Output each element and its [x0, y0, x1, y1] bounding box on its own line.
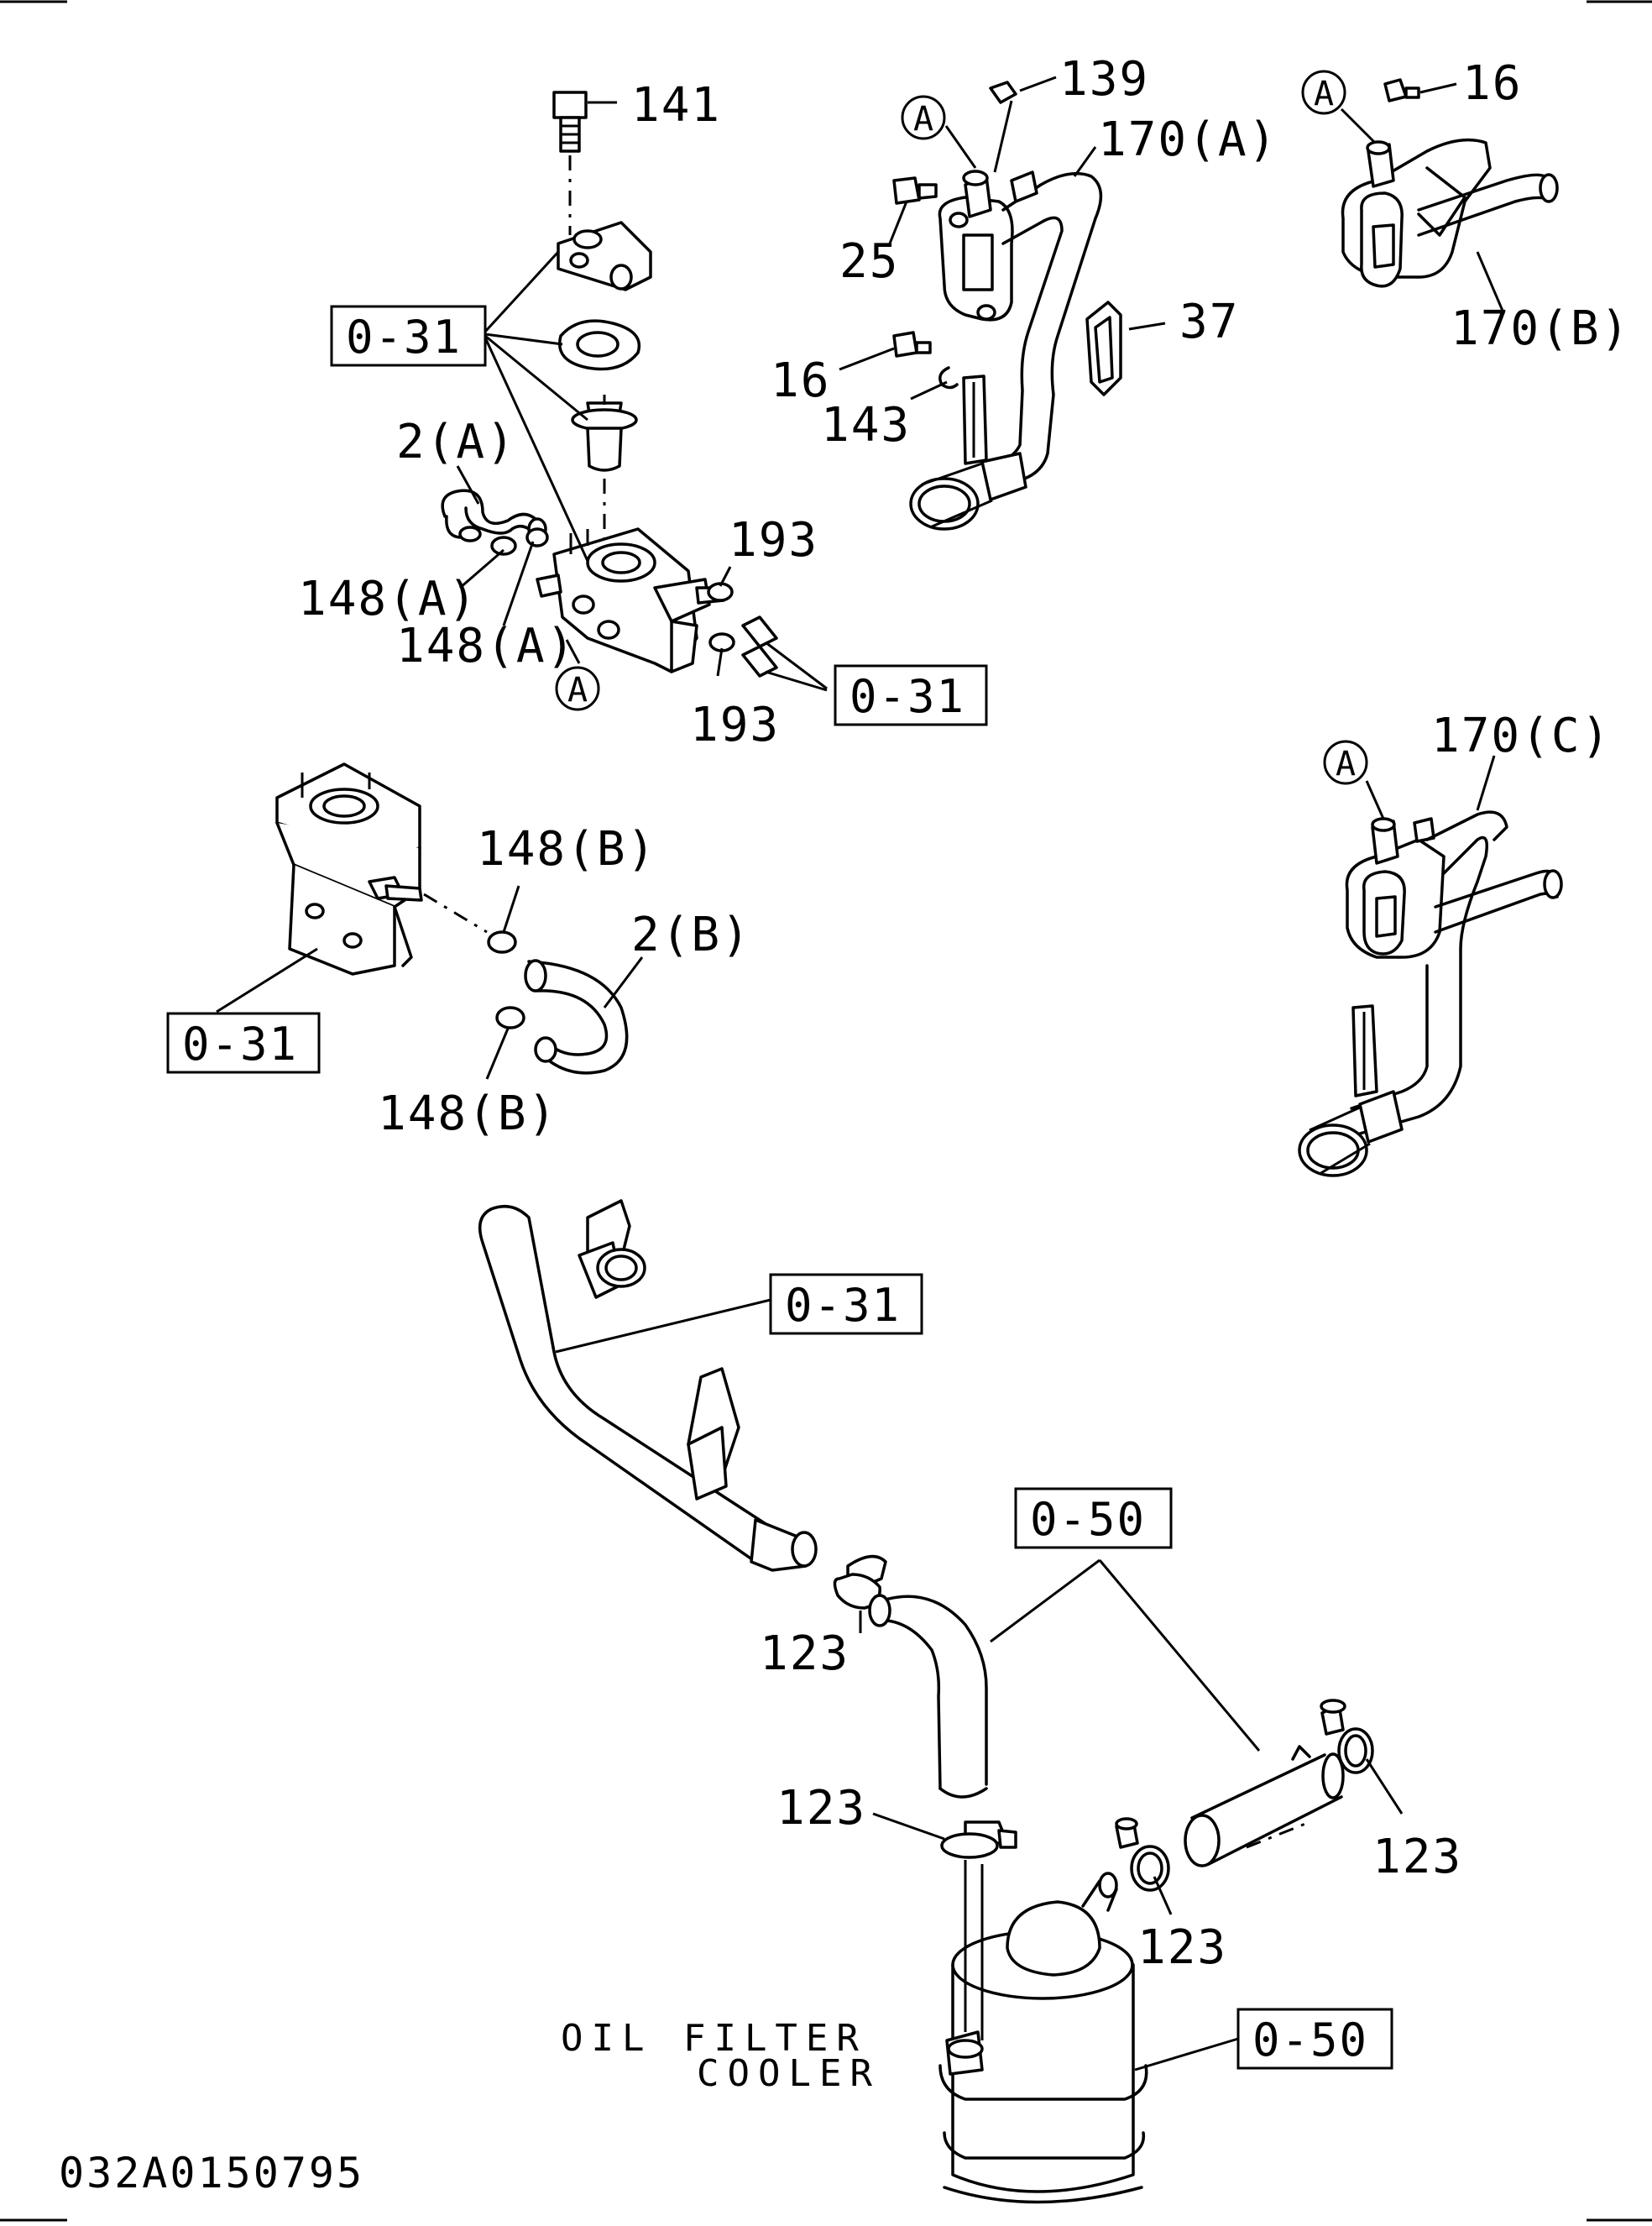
clamp-148a-1 — [490, 536, 517, 556]
svg-text:A: A — [913, 100, 933, 139]
note-line-1: OIL FILTER — [561, 2017, 867, 2060]
leader-lines-2b — [216, 885, 644, 1080]
water-pipe-170b — [1341, 78, 1559, 288]
reference-boxes: 0-31 0-31 0-31 0-31 0-50 0-50 — [166, 305, 1393, 2070]
label-148b-upper: 148(B) — [477, 822, 656, 877]
label-123-mid: 123 — [776, 1781, 866, 1836]
thermostat-assembly — [441, 91, 778, 678]
label-2a: 2(A) — [396, 415, 516, 469]
ref-box-031-top: 0-31 — [330, 305, 487, 367]
label-123-right: 123 — [1372, 1830, 1462, 1884]
marker-a-thermostat: A — [555, 666, 600, 711]
oil-cooler-hoses — [833, 1554, 1374, 1892]
marker-a-170a: A — [901, 95, 946, 140]
label-25: 25 — [839, 234, 899, 289]
ref-box-031-left: 0-31 — [166, 1012, 321, 1074]
housing-2b-assembly — [275, 762, 629, 1075]
svg-text:A: A — [1336, 745, 1356, 783]
svg-text:0-50: 0-50 — [1030, 1493, 1146, 1546]
part-labels: 141 139 16 170(A) 25 37 170(B) 16 143 2(… — [298, 52, 1630, 1975]
label-16-top: 16 — [1462, 56, 1522, 111]
ref-box-050-lower: 0-50 — [1236, 2008, 1393, 2070]
svg-text:0-31: 0-31 — [346, 311, 462, 364]
label-170c: 170(C) — [1431, 709, 1611, 763]
label-16-mid: 16 — [771, 354, 830, 408]
drawing-code: 032A0150795 — [59, 2149, 364, 2197]
thermostat-gasket — [558, 319, 641, 371]
label-193-upper: 193 — [729, 513, 818, 568]
label-170a: 170(A) — [1098, 113, 1278, 167]
label-148a-upper: 148(A) — [298, 572, 478, 626]
ref-box-031-right: 0-31 — [834, 664, 988, 726]
svg-text:0-31: 0-31 — [182, 1018, 298, 1071]
svg-text:A: A — [1314, 75, 1334, 113]
leader-lines-170b — [1340, 82, 1504, 312]
water-pipe-170c — [1298, 810, 1563, 1177]
svg-text:0-31: 0-31 — [850, 670, 965, 723]
label-37: 37 — [1179, 295, 1239, 349]
label-148a-lower: 148(A) — [396, 619, 576, 673]
thermostat-cover — [557, 221, 652, 291]
svg-text:A: A — [567, 671, 588, 710]
label-141: 141 — [631, 78, 721, 133]
hose-stub-2 — [741, 645, 778, 678]
thermostat — [571, 395, 638, 472]
oil-filter-cooler — [938, 1860, 1148, 2204]
label-123-left: 123 — [760, 1626, 850, 1681]
marker-a-170b: A — [1301, 70, 1346, 115]
leader-lines-170a — [839, 76, 1166, 401]
leader-lines-170c — [1365, 755, 1496, 820]
marker-a-170c: A — [1323, 740, 1368, 785]
lower-water-pipe — [478, 1199, 818, 1572]
bolt-141 — [552, 91, 588, 153]
clamp-148a-2 — [525, 527, 549, 547]
svg-text:0-50: 0-50 — [1252, 2014, 1368, 2066]
water-pipe-170a — [892, 81, 1122, 531]
oil-filter-cooler-note: OIL FILTER COOLER — [561, 2017, 881, 2095]
svg-text:0-31: 0-31 — [785, 1279, 901, 1332]
label-143: 143 — [821, 398, 911, 453]
leader-lines-lower — [555, 1298, 1404, 2071]
label-170b: 170(B) — [1451, 301, 1630, 356]
note-line-2: COOLER — [697, 2052, 881, 2095]
label-148b-lower: 148(B) — [378, 1087, 557, 1141]
label-193-lower: 193 — [690, 698, 780, 752]
ref-box-050-upper: 0-50 — [1014, 1487, 1173, 1549]
label-123-bottom: 123 — [1137, 1920, 1227, 1975]
label-2b: 2(B) — [631, 908, 751, 962]
label-139: 139 — [1059, 52, 1149, 107]
hose-stub-1 — [741, 615, 778, 648]
ref-box-031-lower: 0-31 — [769, 1273, 923, 1335]
leader-lines-thermostat — [456, 101, 828, 692]
thermostat-housing — [536, 527, 725, 673]
circled-markers: A A A A — [555, 70, 1368, 785]
